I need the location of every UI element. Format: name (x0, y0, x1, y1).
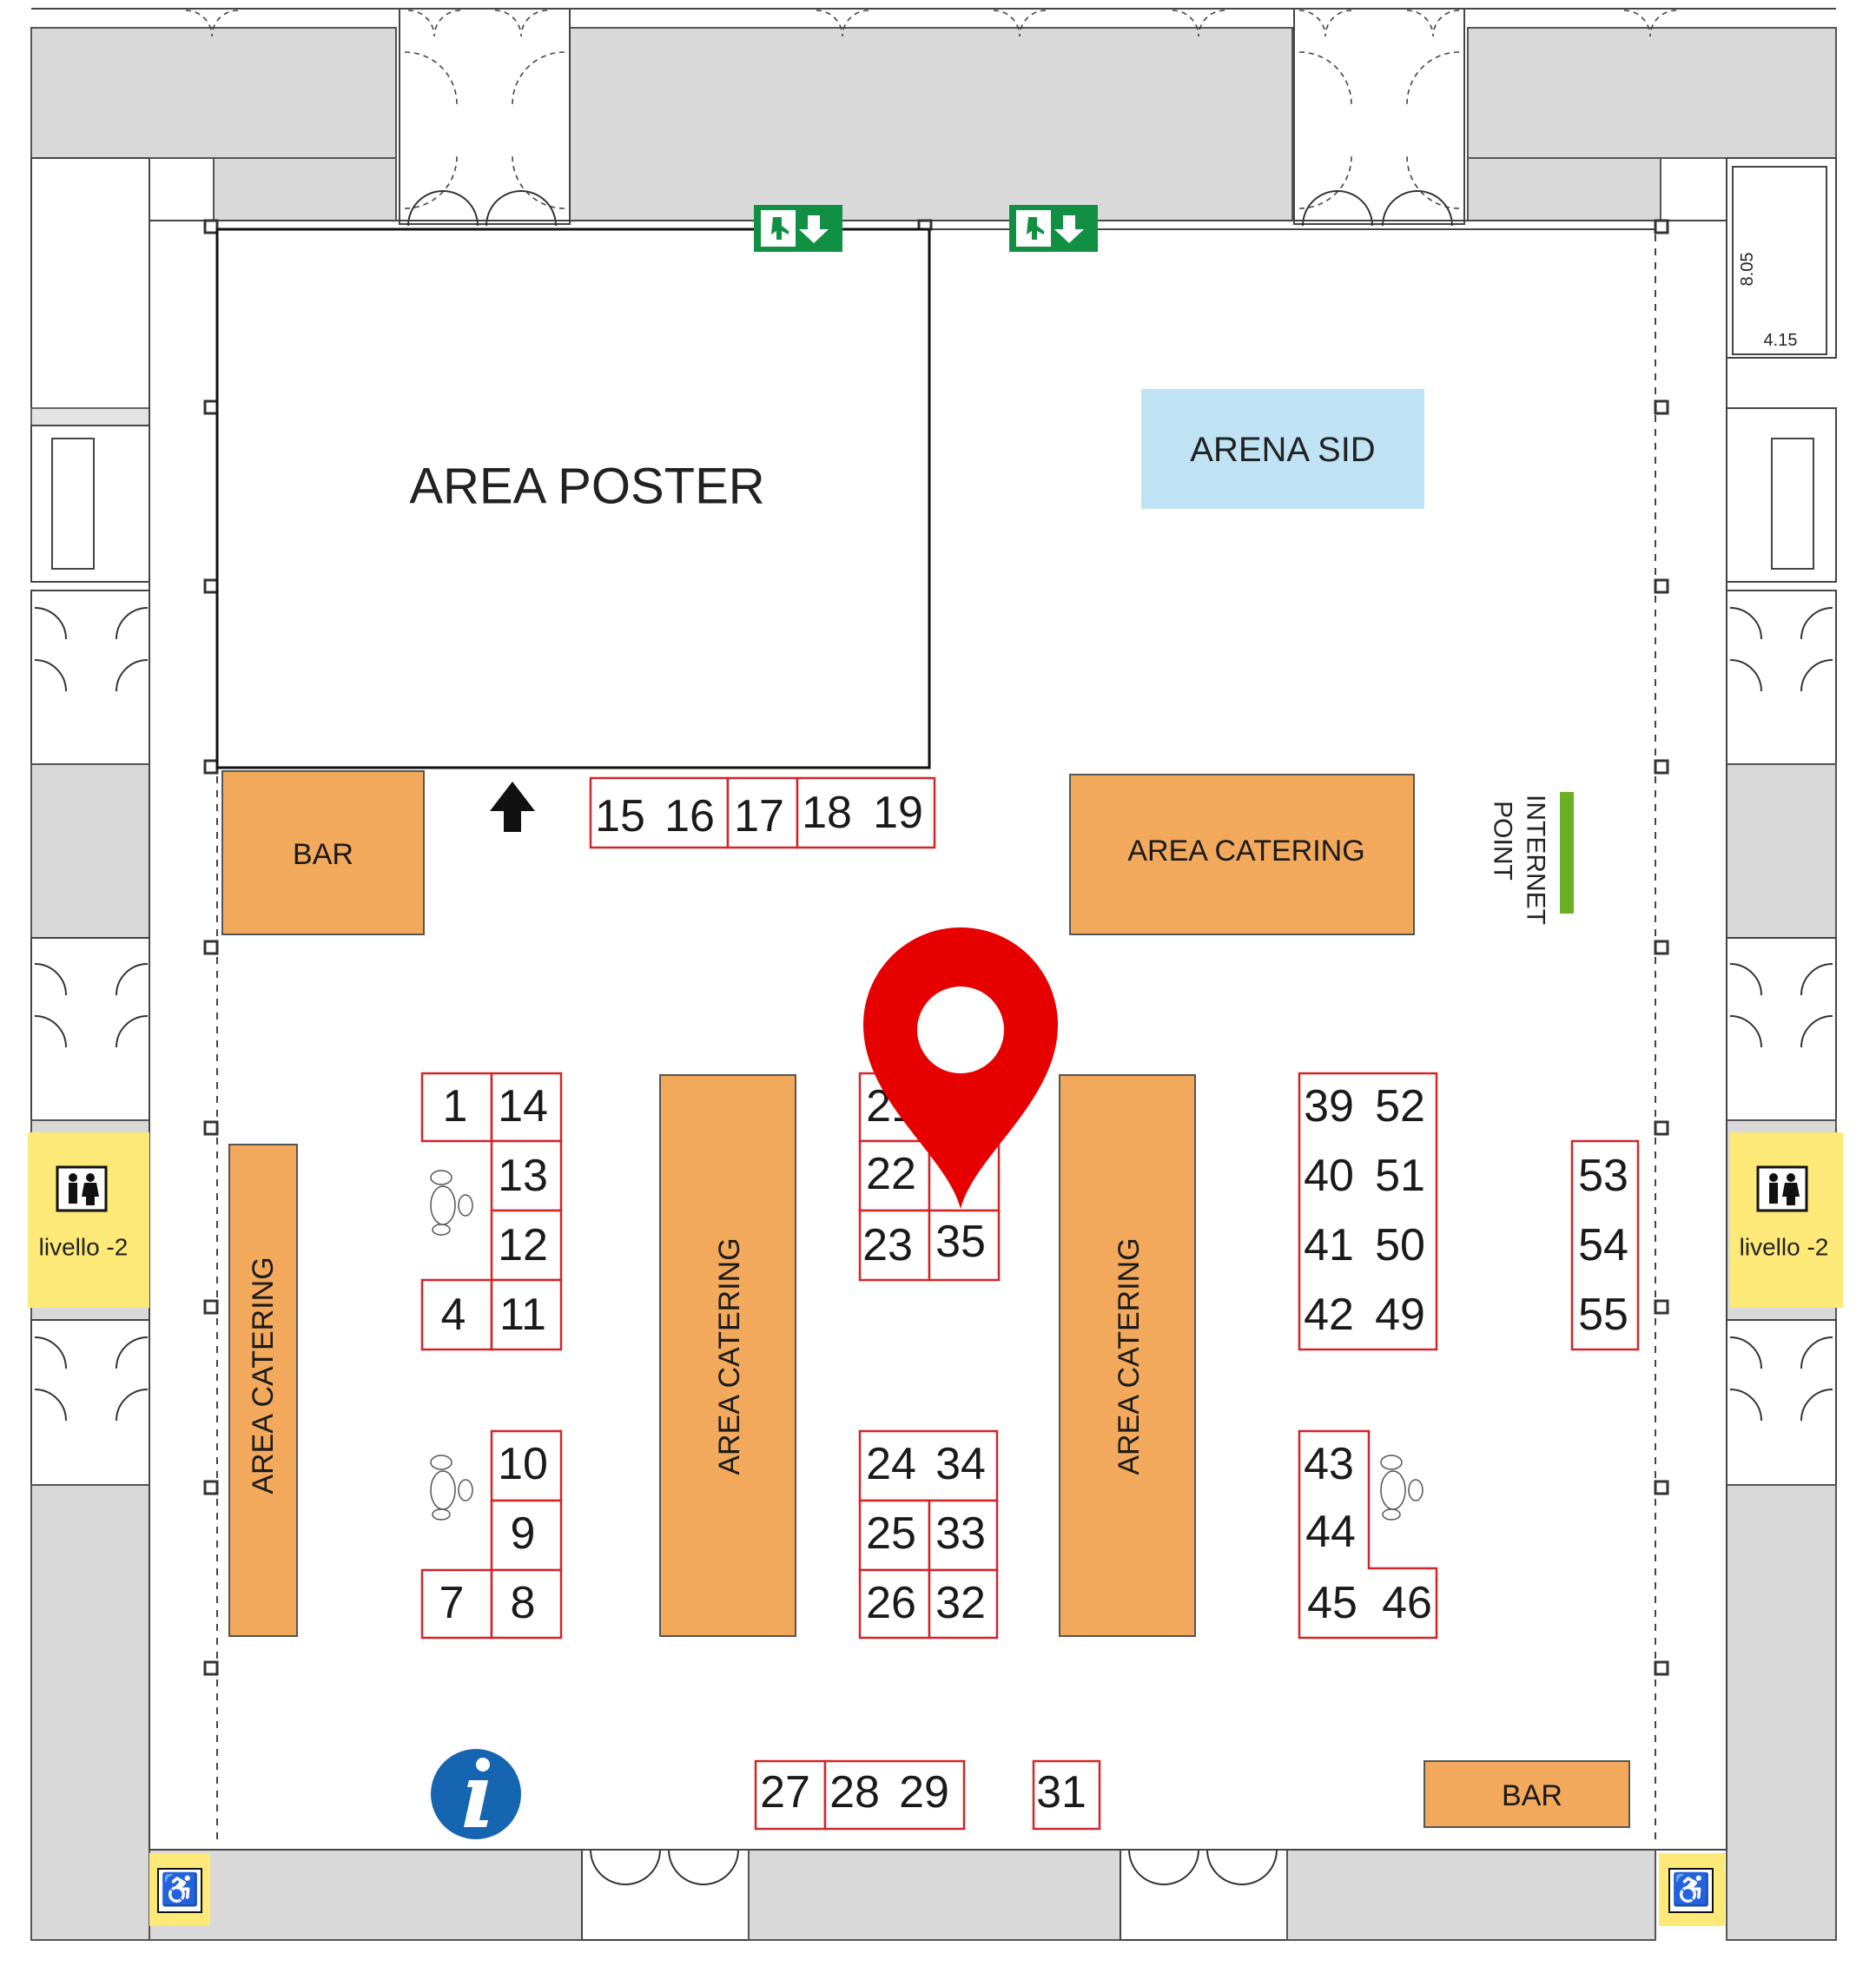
info-point[interactable] (431, 1749, 521, 1839)
stand-39[interactable]: 39 (1304, 1081, 1354, 1132)
stand-16[interactable]: 16 (664, 791, 715, 841)
stand-18[interactable]: 18 (802, 788, 852, 838)
stand-46[interactable]: 46 (1382, 1578, 1432, 1628)
stand-31[interactable]: 31 (1036, 1767, 1087, 1818)
area-poster[interactable]: AREA POSTER (215, 228, 931, 769)
stand-43[interactable]: 43 (1304, 1439, 1354, 1489)
emergency-exit-icon (1027, 217, 1044, 240)
stand-29[interactable]: 29 (899, 1767, 949, 1818)
bar-bottom-label: BAR (1502, 1779, 1562, 1812)
stand-27[interactable]: 27 (760, 1767, 810, 1818)
direction-arrow (490, 782, 535, 832)
emergency-exit-2[interactable] (1009, 205, 1098, 252)
internet-point-label-1: INTERNET (1522, 795, 1550, 925)
stand-10[interactable]: 10 (498, 1439, 548, 1489)
stand-7[interactable]: 7 (439, 1578, 465, 1628)
toilet-left[interactable]: livello -2 (28, 1132, 149, 1308)
stand-4[interactable]: 4 (441, 1290, 466, 1340)
stand-17[interactable]: 17 (734, 791, 784, 841)
stand-55[interactable]: 55 (1578, 1290, 1628, 1340)
stand-24[interactable]: 24 (866, 1439, 916, 1489)
stand-44[interactable]: 44 (1305, 1507, 1356, 1557)
stand-15[interactable]: 15 (595, 791, 645, 841)
arena-sid[interactable]: ARENA SID (1141, 389, 1424, 509)
footprints-icon (430, 1170, 1424, 1521)
area-poster-label: AREA POSTER (409, 459, 764, 515)
stand-23[interactable]: 23 (862, 1220, 913, 1270)
stand-12[interactable]: 12 (498, 1220, 548, 1270)
stand-34[interactable]: 34 (935, 1439, 986, 1489)
internet-point-label-2: POINT (1489, 801, 1517, 881)
dimension-vertical: 8.05 (1738, 253, 1757, 287)
wheelchair-icon: ♿ (161, 1871, 200, 1907)
stand-9[interactable]: 9 (511, 1508, 536, 1559)
bar-top-label: BAR (293, 838, 353, 871)
area-catering-center-left-label: AREA CATERING (713, 1237, 746, 1475)
dimension-horizontal: 4.15 (1764, 331, 1798, 350)
stand-45[interactable]: 45 (1307, 1578, 1357, 1628)
toilet-right[interactable]: livello -2 (1730, 1132, 1843, 1308)
toilet-icon (56, 1165, 108, 1212)
emergency-exit-icon (771, 217, 789, 240)
stand-53[interactable]: 53 (1578, 1151, 1628, 1201)
accessible-entrance-left[interactable]: ♿ (149, 1853, 210, 1926)
arrow-up-icon (490, 782, 535, 832)
toilet-right-label: livello -2 (1740, 1234, 1829, 1261)
area-catering-left[interactable]: AREA CATERING (228, 1144, 298, 1637)
map-pin-icon[interactable] (863, 927, 1058, 1209)
stand-41[interactable]: 41 (1304, 1220, 1354, 1270)
stand-28[interactable]: 28 (829, 1767, 880, 1818)
emergency-exit-1[interactable] (754, 205, 842, 252)
arrow-down-icon (799, 215, 829, 243)
bar-top[interactable]: BAR (221, 770, 425, 935)
stand-54[interactable]: 54 (1578, 1220, 1628, 1270)
stand-22[interactable]: 22 (866, 1149, 916, 1199)
stand-50[interactable]: 50 (1375, 1220, 1425, 1270)
stand-51[interactable]: 51 (1375, 1151, 1425, 1201)
stand-25[interactable]: 25 (866, 1508, 916, 1559)
area-catering-center-left[interactable]: AREA CATERING (659, 1074, 796, 1637)
pillars (203, 219, 1669, 1676)
stand-33[interactable]: 33 (935, 1508, 986, 1559)
bar-bottom[interactable]: BAR (1424, 1760, 1630, 1828)
stand-1[interactable]: 1 (443, 1081, 468, 1132)
wheelchair-icon: ♿ (1672, 1871, 1711, 1907)
area-catering-center-right[interactable]: AREA CATERING (1059, 1074, 1196, 1637)
stand-13[interactable]: 13 (498, 1151, 548, 1201)
arena-sid-label: ARENA SID (1190, 431, 1375, 469)
accessible-entrance-right[interactable]: ♿ (1659, 1853, 1725, 1926)
toilet-left-label: livello -2 (39, 1234, 129, 1261)
toilet-icon (1756, 1165, 1808, 1212)
internet-point[interactable]: INTERNET POINT (1489, 792, 1575, 925)
building-walls (30, 8, 1837, 1941)
stand-32[interactable]: 32 (935, 1578, 986, 1628)
area-catering-top-label: AREA CATERING (1127, 835, 1364, 868)
stand-14[interactable]: 14 (498, 1081, 548, 1132)
stands[interactable]: 15 16 17 18 19 1 14 13 12 4 11 10 9 7 8 … (420, 776, 1640, 1831)
area-catering-left-label: AREA CATERING (247, 1257, 280, 1494)
stand-11[interactable]: 11 (499, 1290, 546, 1340)
stand-49[interactable]: 49 (1375, 1290, 1425, 1340)
stand-26[interactable]: 26 (866, 1578, 916, 1628)
stand-40[interactable]: 40 (1304, 1151, 1354, 1201)
stand-52[interactable]: 52 (1375, 1081, 1425, 1132)
area-catering-center-right-label: AREA CATERING (1113, 1237, 1146, 1475)
stand-35[interactable]: 35 (935, 1217, 986, 1267)
stand-42[interactable]: 42 (1304, 1290, 1354, 1340)
arrow-down-icon (1054, 215, 1084, 243)
area-catering-top[interactable]: AREA CATERING (1069, 774, 1415, 935)
stand-19[interactable]: 19 (873, 788, 923, 838)
stand-8[interactable]: 8 (511, 1578, 536, 1628)
